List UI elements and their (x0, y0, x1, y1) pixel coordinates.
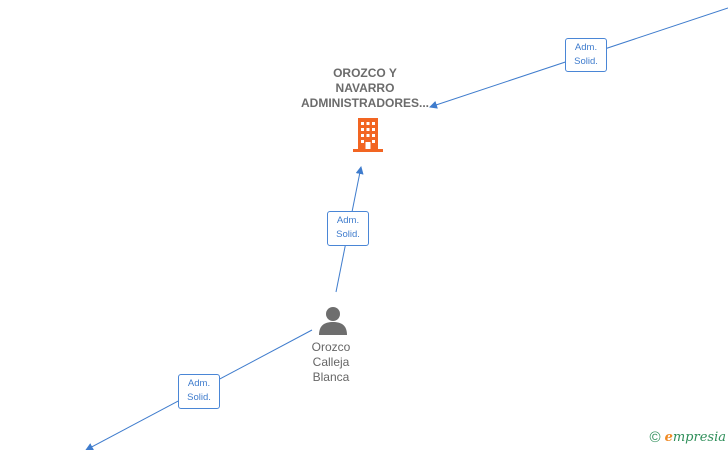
building-icon (353, 118, 383, 152)
edge-label-bottom-left[interactable]: Adm. Solid. (178, 374, 220, 409)
edge-label-line: Adm. (336, 215, 360, 226)
company-label-line: NAVARRO (335, 81, 395, 95)
company-label[interactable]: OROZCO Y NAVARRO ADMINISTRADORES... (290, 66, 440, 111)
company-node[interactable] (352, 117, 384, 153)
brand-rest: mpresia (672, 430, 726, 445)
edge-label-line: Adm. (574, 42, 598, 53)
brand-logo: empresia (665, 430, 726, 445)
edge-label-top-right[interactable]: Adm. Solid. (565, 38, 607, 72)
company-label-line: ADMINISTRADORES... (300, 96, 429, 110)
edge-label-line: Adm. (187, 378, 211, 389)
person-label-line: Orozco (311, 340, 351, 354)
person-icon (319, 307, 347, 335)
person-node[interactable] (318, 305, 348, 335)
copyright-icon: © (649, 429, 661, 446)
edge-label-line: Solid. (336, 229, 360, 240)
company-label-line: OROZCO Y (333, 66, 397, 80)
person-label-line: Blanca (312, 370, 350, 384)
watermark: © empresia (650, 429, 726, 446)
edge-label-line: Solid. (574, 56, 598, 67)
brand-initial: e (664, 430, 673, 445)
person-label[interactable]: Orozco Calleja Blanca (296, 340, 366, 385)
edge-label-person-company[interactable]: Adm. Solid. (327, 211, 369, 246)
edge-label-line: Solid. (187, 392, 211, 403)
person-label-line: Calleja (312, 355, 350, 369)
